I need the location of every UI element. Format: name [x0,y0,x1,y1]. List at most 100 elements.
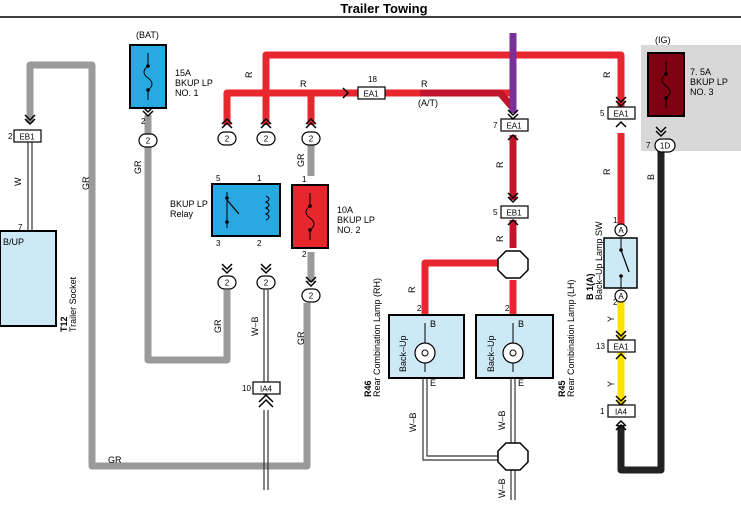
wire-label-gr-6: GR [108,455,122,465]
wire-label-r-6: R [495,161,505,168]
conn-2-fuse2-bot [301,288,321,303]
wire-label-r-7: R [495,235,505,242]
diagram-title: Trailer Towing [340,1,427,16]
fuse2-name: BKUP LP [337,215,375,225]
conn-2-relay3-label: 2 [225,279,230,288]
fuse2-amp: 10A [337,205,353,215]
conn-a-top-label: A [618,226,624,235]
conn-2-relay1-label: 2 [264,135,269,144]
pin-ea1-18: 18 [368,75,377,84]
splice-red [497,250,529,279]
t12-name: Trailer Socket [68,276,78,332]
conn-2-fuse1 [138,133,158,148]
relay-type: Relay [170,209,194,219]
conn-2-fuse1-label: 2 [146,137,151,146]
conn-2-fuse2-bot-label: 2 [309,292,314,301]
red-wires [223,51,625,315]
r45-id: R45 [557,380,567,397]
sw-id: B 1(A) [585,273,595,300]
pin-ea1-5: 5 [600,109,605,118]
pin-lh-2: 2 [505,304,510,313]
rh-pin-b: B [430,319,436,329]
wire-label-gr-1: GR [81,176,91,190]
wire-label-r-5: R [602,168,612,175]
pin-relay-5: 5 [216,174,221,183]
t12-id: T12 [59,316,69,332]
conn-eb1-5-label: EB1 [506,209,522,218]
wire-label-at: (A/T) [418,98,438,108]
splices [497,250,529,471]
wire-label-r-2: R [300,79,307,89]
wire-label-r-4: R [602,71,612,78]
pin-relay-2: 2 [257,239,262,248]
splice-wb [497,442,529,471]
conn-2-relay5 [217,131,237,146]
conn-1d-label: 1D [660,142,670,151]
pin-rh-2: 2 [417,304,422,313]
conn-a-top [614,223,628,237]
conn-a-bot-label: A [618,292,624,301]
conn-1d [654,138,676,153]
pin-sw-2: 2 [613,298,618,307]
r46-id: R46 [363,380,373,397]
b-wire [617,151,665,474]
conn-ia4-1-label: IA4 [615,408,628,417]
r46-name: Rear Combination Lamp (RH) [372,278,382,397]
pin-ea1-7: 7 [493,121,498,130]
conn-ea1-ig [607,106,636,120]
lh-pin-e: E [518,378,524,388]
conn-ea1-18 [357,86,386,100]
fuse3-number: NO. 3 [690,87,714,97]
conn-2-relay2 [256,275,276,290]
wire-label-w: W [13,177,23,186]
wire-label-gr-4: GR [296,331,306,345]
wire-label-r-3: R [421,79,428,89]
wire-label-b: B [646,174,656,180]
fuse1-number: NO. 1 [175,88,199,98]
pin-relay-1: 1 [257,174,262,183]
r-wire-relay-5 [223,89,512,125]
conn-2-relay2-label: 2 [264,279,269,288]
conn-2-fuse2-top-label: 2 [309,135,314,144]
pin-sw-1: 1 [613,216,618,225]
conn-ea1-18-label: EA1 [363,90,379,99]
connector-circles-a [614,223,628,303]
conn-2-relay5-label: 2 [225,135,230,144]
wire-label-gr-3: GR [213,319,223,333]
r-wire-relay-1 [262,51,625,125]
conn-ea1-7 [500,118,529,132]
wire-label-gr-5: GR [296,153,306,167]
conn-eb1-socket-label: EB1 [19,133,35,142]
fuse2-number: NO. 2 [337,225,361,235]
rh-pin-e: E [430,378,436,388]
fuse-bkup-lp-no3 [647,52,685,117]
pin-ia4-1: 1 [600,407,605,416]
conn-2-relay1 [256,131,276,146]
trailer-socket-pin-label: B/UP [3,237,24,247]
conn-2-relay3 [217,275,237,290]
pin-ea1-13: 13 [596,342,605,351]
lamp-lh [475,314,554,379]
wire-label-y-2: Y [606,381,616,387]
fuse3-amp: 7. 5A [690,67,711,77]
pin-socket-7: 7 [18,223,23,232]
rh-backup-label: Back–Up [398,335,408,372]
conn-a-bot [614,289,628,303]
r-wire-rh [421,259,501,315]
wire-label-wb-3: W–B [497,410,507,430]
pin-fuse2-2: 2 [302,250,307,259]
pin-eb1-5: 5 [493,208,498,217]
wire-label-wb-2: W–B [408,412,418,432]
dark-red-wires [420,89,517,248]
sw-name: Back–Up Lamp SW [594,221,604,300]
fuse-bkup-lp-no1 [129,44,167,109]
connector-arrows [24,87,667,431]
r-wire-fuse2 [304,89,315,125]
gr-wire-socket [26,61,311,470]
pin-relay-3: 3 [216,239,221,248]
gray-wires [26,61,315,470]
backup-lamp-switch [603,237,638,289]
conn-ia4-10-label: IA4 [260,385,273,394]
wire-label-y-1: Y [606,316,616,322]
fuse-bkup-lp-no2 [291,184,329,249]
